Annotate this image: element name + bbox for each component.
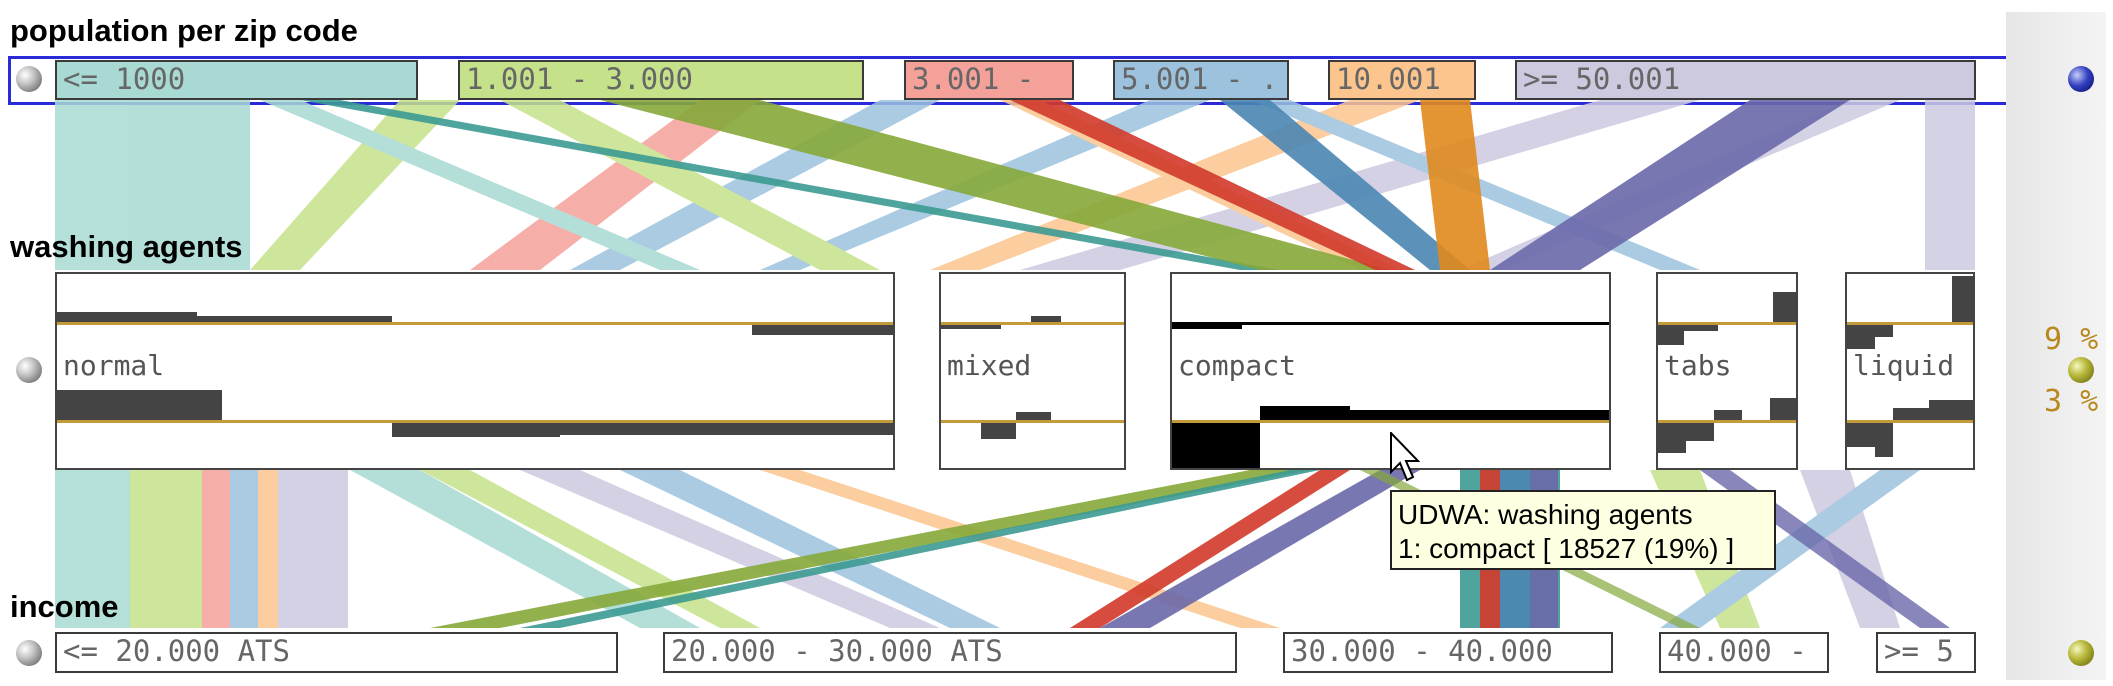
income-toggle-icon[interactable] [16, 640, 42, 666]
population-washing-ribbons [55, 100, 1975, 270]
population-selected-icon-overlay[interactable] [2068, 66, 2094, 92]
population-toggle-icon[interactable] [16, 66, 42, 92]
mouse-cursor-icon [1390, 432, 1420, 482]
washing-category-mixed[interactable]: mixed [939, 272, 1126, 470]
washing-toggle-icon[interactable] [16, 357, 42, 383]
population-category-5[interactable]: 10.001 [1328, 60, 1476, 100]
washing-label-tabs: tabs [1664, 349, 1732, 382]
washing-label-compact: compact [1178, 349, 1297, 382]
income-category-3[interactable]: 30.000 - 40.000 [1283, 632, 1613, 673]
income-category-4[interactable]: 40.000 - [1659, 632, 1829, 673]
income-category-2[interactable]: 20.000 - 30.000 ATS [663, 632, 1237, 673]
side-panel-bottom-percent: 3 % [2044, 384, 2099, 419]
side-panel-top-percent: 9 % [2044, 322, 2099, 357]
income-dimension-title: income [10, 589, 119, 624]
income-category-1[interactable]: <= 20.000 ATS [55, 632, 618, 673]
washing-label-normal: normal [63, 349, 165, 382]
population-category-4[interactable]: 5.001 - . [1113, 60, 1289, 100]
side-panel-knob-icon[interactable] [2068, 357, 2094, 383]
tooltip: UDWA: washing agents 1: compact [ 18527 … [1390, 490, 1776, 570]
tooltip-line-2: 1: compact [ 18527 (19%) ] [1398, 533, 1735, 564]
income-summary-icon-overlay[interactable] [2068, 640, 2094, 666]
population-category-3[interactable]: 3.001 - [904, 60, 1074, 100]
washing-category-normal[interactable]: normal [55, 272, 895, 470]
washing-category-liquid[interactable]: liquid [1845, 272, 1975, 470]
washing-label-liquid: liquid [1853, 349, 1955, 382]
washing-category-tabs[interactable]: tabs [1656, 272, 1798, 470]
population-category-2[interactable]: 1.001 - 3.000 [458, 60, 864, 100]
population-category-6[interactable]: >= 50.001 [1515, 60, 1976, 100]
population-category-1[interactable]: <= 1000 [55, 60, 418, 100]
population-dimension-title: population per zip code [10, 13, 358, 48]
income-category-5[interactable]: >= 5 [1876, 632, 1976, 673]
washing-label-mixed: mixed [947, 349, 1032, 382]
washing-dimension-title: washing agents [10, 229, 243, 264]
side-panel [2006, 12, 2106, 680]
tooltip-line-1: UDWA: washing agents [1398, 499, 1693, 530]
